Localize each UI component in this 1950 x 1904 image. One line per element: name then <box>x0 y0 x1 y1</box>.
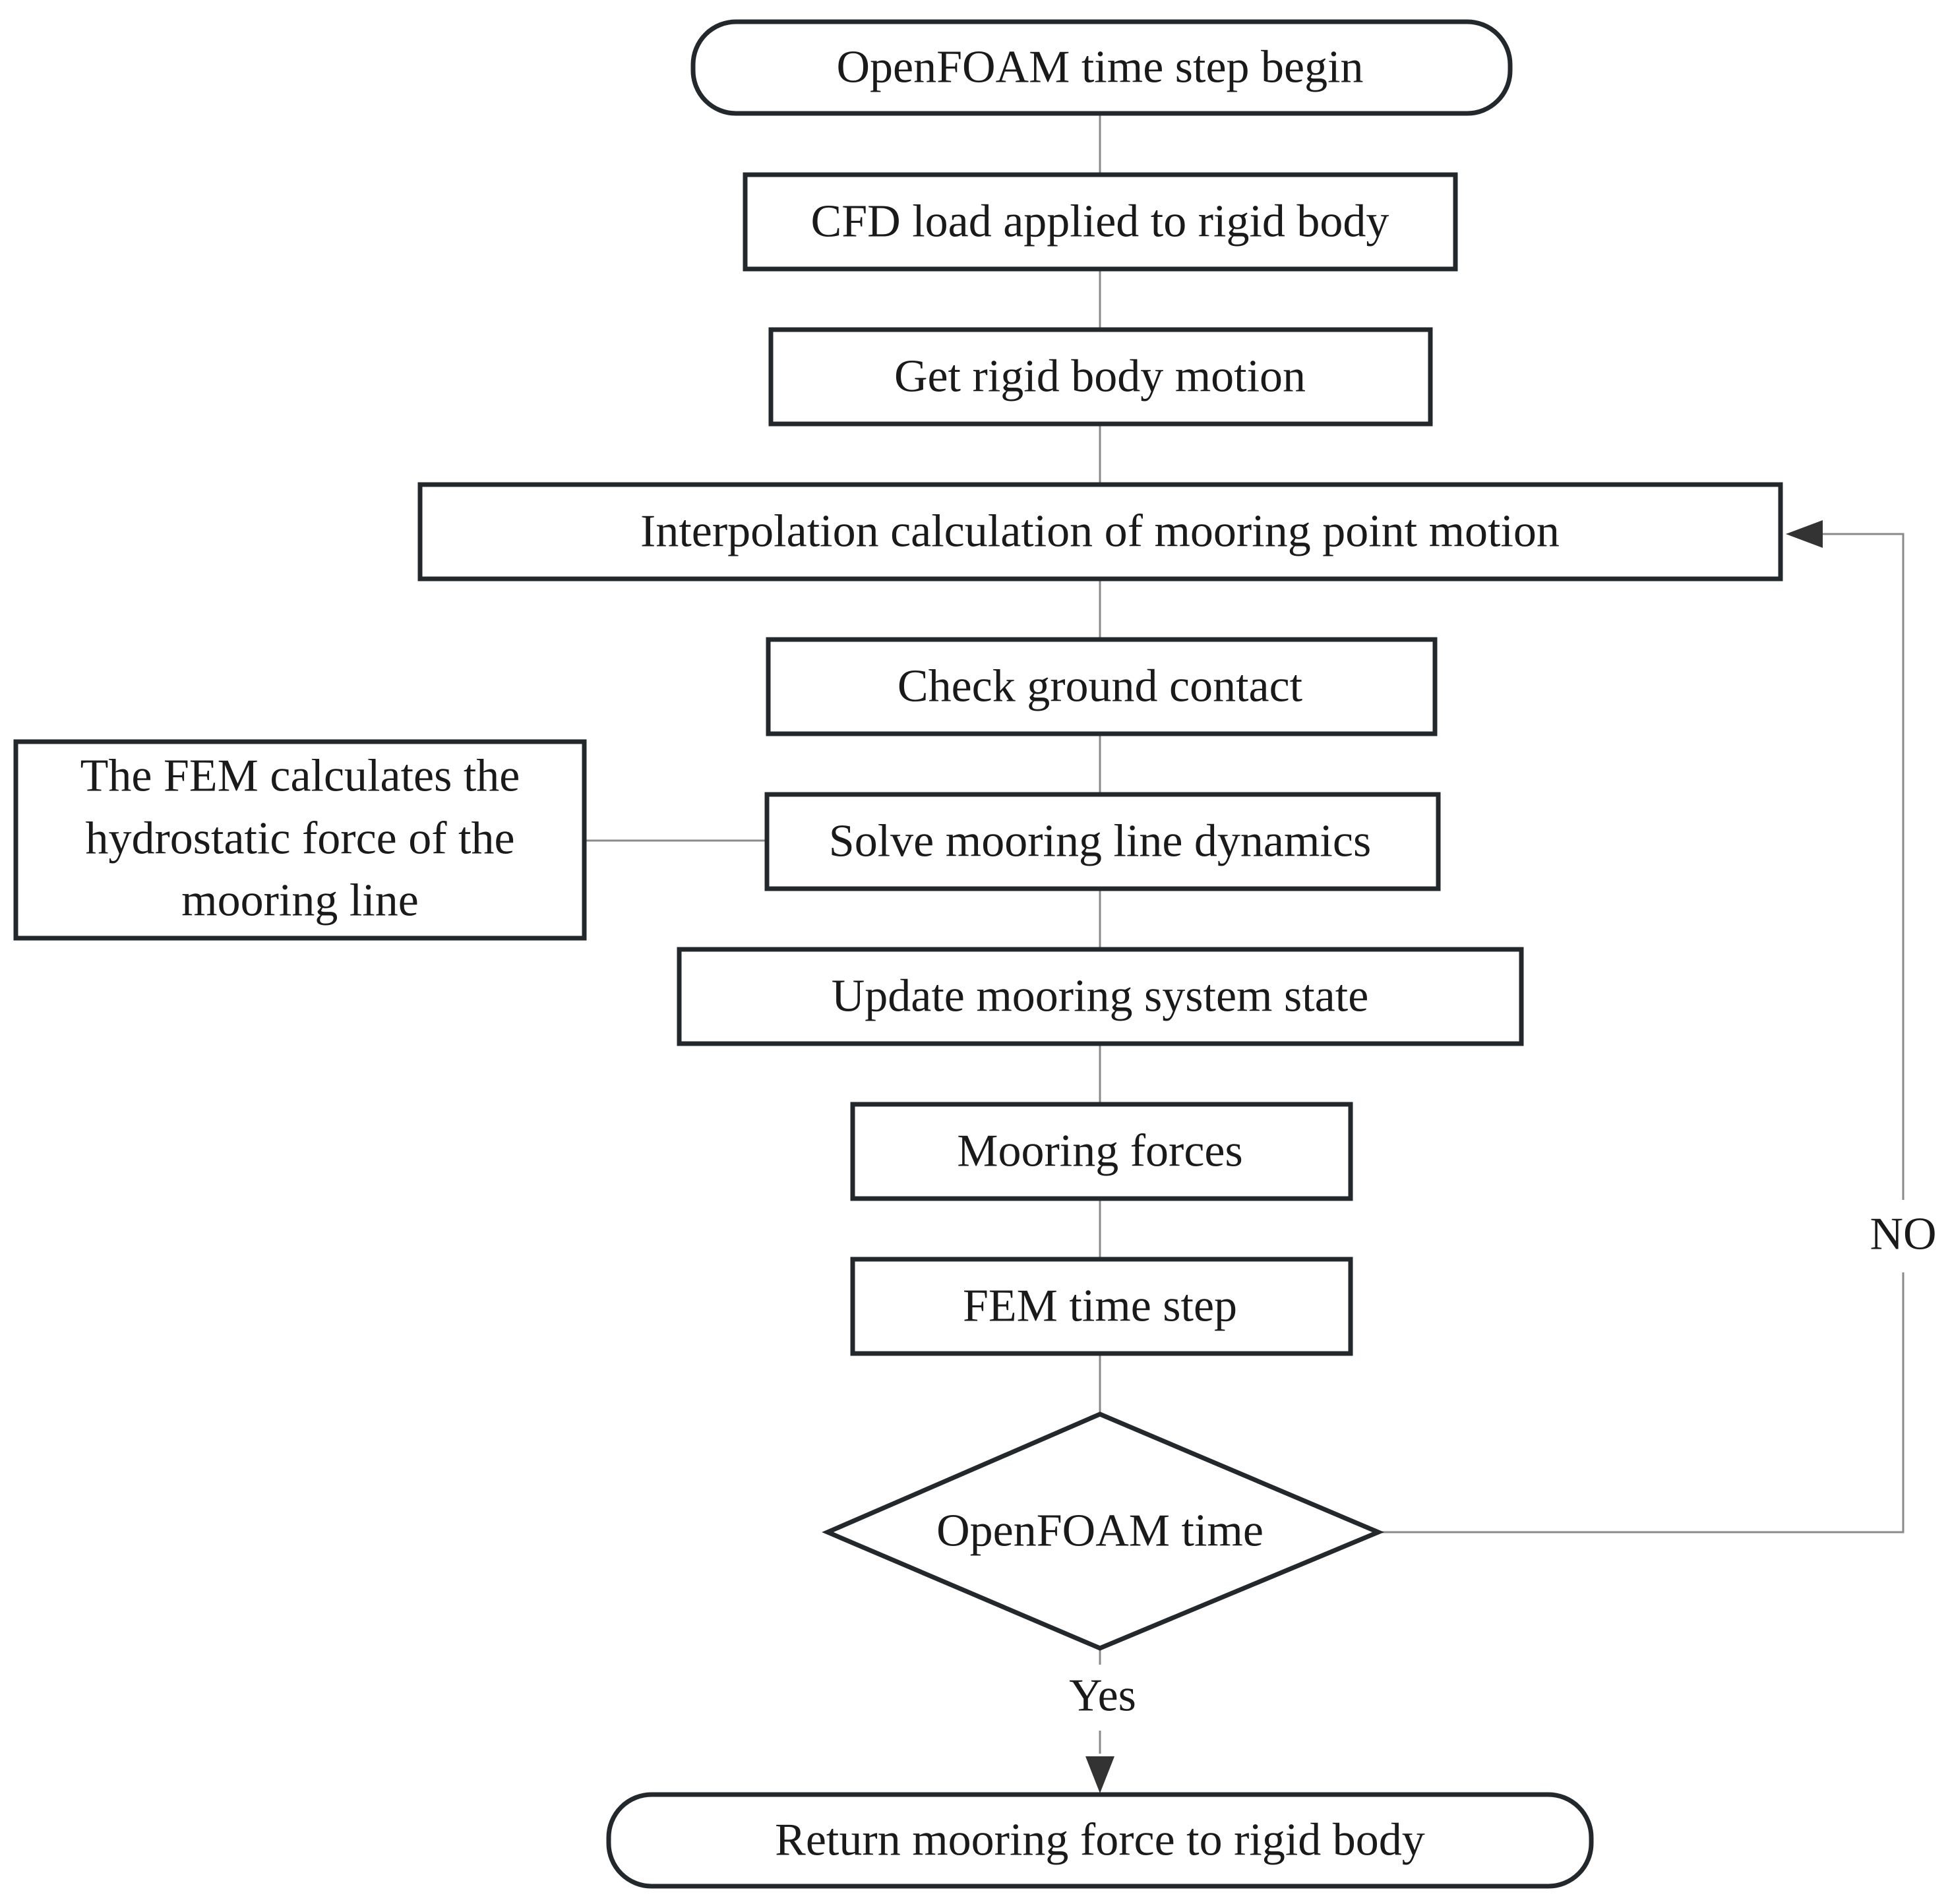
end-label: Return mooring force to rigid body <box>775 1815 1425 1866</box>
step-ground-contact-label: Check ground contact <box>898 661 1303 712</box>
step-solve-dynamics-label: Solve mooring line dynamics <box>829 816 1371 867</box>
decision-label: OpenFOAM time <box>936 1506 1264 1557</box>
step-mooring-forces: Mooring forces <box>850 1102 1353 1201</box>
step-interpolation-label: Interpolation calculation of mooring poi… <box>640 506 1560 557</box>
step-update-state-label: Update mooring system state <box>832 971 1369 1022</box>
step-fem-time-label: FEM time step <box>963 1281 1237 1332</box>
arrowhead-yes <box>1085 1756 1114 1793</box>
step-ground-contact: Check ground contact <box>766 637 1438 736</box>
yes-label: Yes <box>1069 1671 1136 1721</box>
step-rigid-motion-label: Get rigid body motion <box>894 351 1306 402</box>
decision-node: OpenFOAM time <box>822 1412 1385 1651</box>
side-note-line-2: hydrostatic force of the <box>85 814 514 864</box>
step-fem-time: FEM time step <box>850 1257 1353 1356</box>
step-solve-dynamics: Solve mooring line dynamics <box>764 792 1441 891</box>
step-update-state: Update mooring system state <box>677 947 1524 1046</box>
side-note-line-3: mooring line <box>181 876 419 926</box>
step-mooring-forces-label: Mooring forces <box>957 1126 1243 1177</box>
step-interpolation: Interpolation calculation of mooring poi… <box>417 482 1783 581</box>
start-node: OpenFOAM time step begin <box>690 19 1513 116</box>
step-rigid-motion: Get rigid body motion <box>768 327 1433 427</box>
edge-label-yes: Yes <box>1055 1665 1145 1731</box>
side-note-line-1: The FEM calculates the <box>80 751 520 802</box>
end-node: Return mooring force to rigid body <box>606 1792 1594 1889</box>
connector-no-loop <box>1378 533 1904 1533</box>
side-note-fem: The FEM calculates the hydrostatic force… <box>13 739 587 941</box>
arrowhead-no <box>1786 520 1823 548</box>
start-label: OpenFOAM time step begin <box>836 42 1363 93</box>
no-label: NO <box>1870 1209 1936 1260</box>
step-cfd-load: CFD load applied to rigid body <box>743 172 1458 272</box>
edge-label-no: NO <box>1866 1200 1940 1272</box>
step-cfd-load-label: CFD load applied to rigid body <box>811 196 1389 247</box>
